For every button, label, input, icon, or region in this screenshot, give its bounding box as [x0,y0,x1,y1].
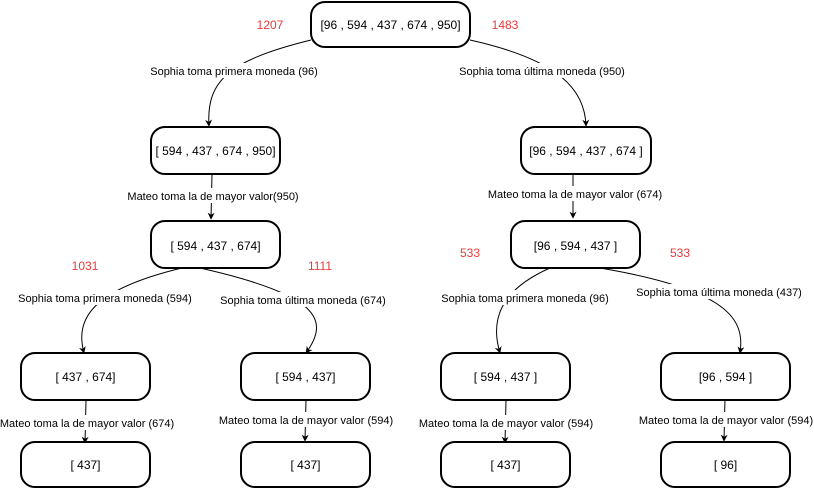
node-l3-b-label: [ 594 , 437] [275,370,335,384]
score-l2-right-c: 533 [460,246,480,260]
node-l4-d: [ 96] [660,441,791,488]
node-l4-c-label: [ 437] [490,458,520,472]
score-l2-right-d: 533 [670,246,690,260]
node-l1-left-label: [ 594 , 437 , 674 , 950] [155,144,275,158]
edge-label-root-right: Sophia toma última moneda (950) [459,66,625,78]
node-l2-left-label: [ 594 , 437 , 674] [170,239,260,253]
node-l4-d-label: [ 96] [714,458,737,472]
node-l2-left: [ 594 , 437 , 674] [150,220,281,269]
edge-label-l2-right-d: Sophia toma última moneda (437) [636,287,802,299]
edges [78,39,745,444]
edge-label-l3-c-down: Mateo toma la de mayor valor (594) [419,418,593,430]
node-l1-left: [ 594 , 437 , 674 , 950] [150,126,281,175]
node-l3-b: [ 594 , 437] [240,352,371,401]
edge-l2-left-a [78,267,183,354]
score-root-right: 1483 [492,18,519,32]
edge-label-l3-d-down: Mateo toma la de mayor valor (594) [639,415,813,427]
score-l2-left-b: 1111 [308,259,332,273]
edge-label-l2-left-b: Sophia toma última moneda (674) [220,295,386,307]
edge-label-l2-left-a: Sophia toma primera moneda (594) [18,293,192,305]
edge-l2-left-b [199,267,317,354]
edge-root-left [205,39,312,127]
node-l2-right-label: [96 , 594 , 437 ] [534,239,617,253]
node-root: [96 , 594 , 437 , 674 , 950] [310,1,471,48]
node-l4-a: [ 437] [20,441,151,488]
node-l4-c: [ 437] [440,441,571,488]
node-root-label: [96 , 594 , 437 , 674 , 950] [320,18,460,32]
node-l3-c-label: [ 594 , 437 ] [474,370,537,384]
node-l1-right: [96 , 594 , 437 , 674 ] [520,126,652,175]
edge-label-l3-b-down: Mateo toma la de mayor valor (594) [219,415,393,427]
nodes: [96 , 594 , 437 , 674 , 950] [ 594 , 437… [20,1,791,488]
node-l4-b-label: [ 437] [290,458,320,472]
scores: 1207 1483 1031 1111 533 533 [72,18,691,273]
edge-l2-right-c [494,267,551,354]
edge-label-l3-a-down: Mateo toma la de mayor valor (674) [0,418,174,430]
score-root-left: 1207 [257,18,284,32]
node-l3-d-label: [96 , 594 ] [699,370,752,384]
score-l2-left-a: 1031 [72,259,99,273]
edge-label-root-left: Sophia toma primera moneda (96) [150,66,318,78]
node-l3-c: [ 594 , 437 ] [440,352,571,401]
node-l3-a: [ 437 , 674] [20,352,151,401]
node-l2-right: [96 , 594 , 437 ] [510,220,641,269]
edge-label-l1-right-down: Mateo toma la de mayor valor (674) [488,189,662,201]
node-l1-right-label: [96 , 594 , 437 , 674 ] [529,144,642,158]
edge-l2-right-d [599,267,745,354]
node-l4-b: [ 437] [240,441,371,488]
edge-labels: Sophia toma primera moneda (96) Sophia t… [0,63,814,430]
node-l4-a-label: [ 437] [70,458,100,472]
edge-label-l2-right-c: Sophia toma primera moneda (96) [441,293,609,305]
node-l3-a-label: [ 437 , 674] [55,370,115,384]
edge-label-l1-left-down: Mateo toma la de mayor valor(950) [127,191,298,203]
node-l3-d: [96 , 594 ] [660,352,791,401]
edge-root-right [469,39,590,127]
